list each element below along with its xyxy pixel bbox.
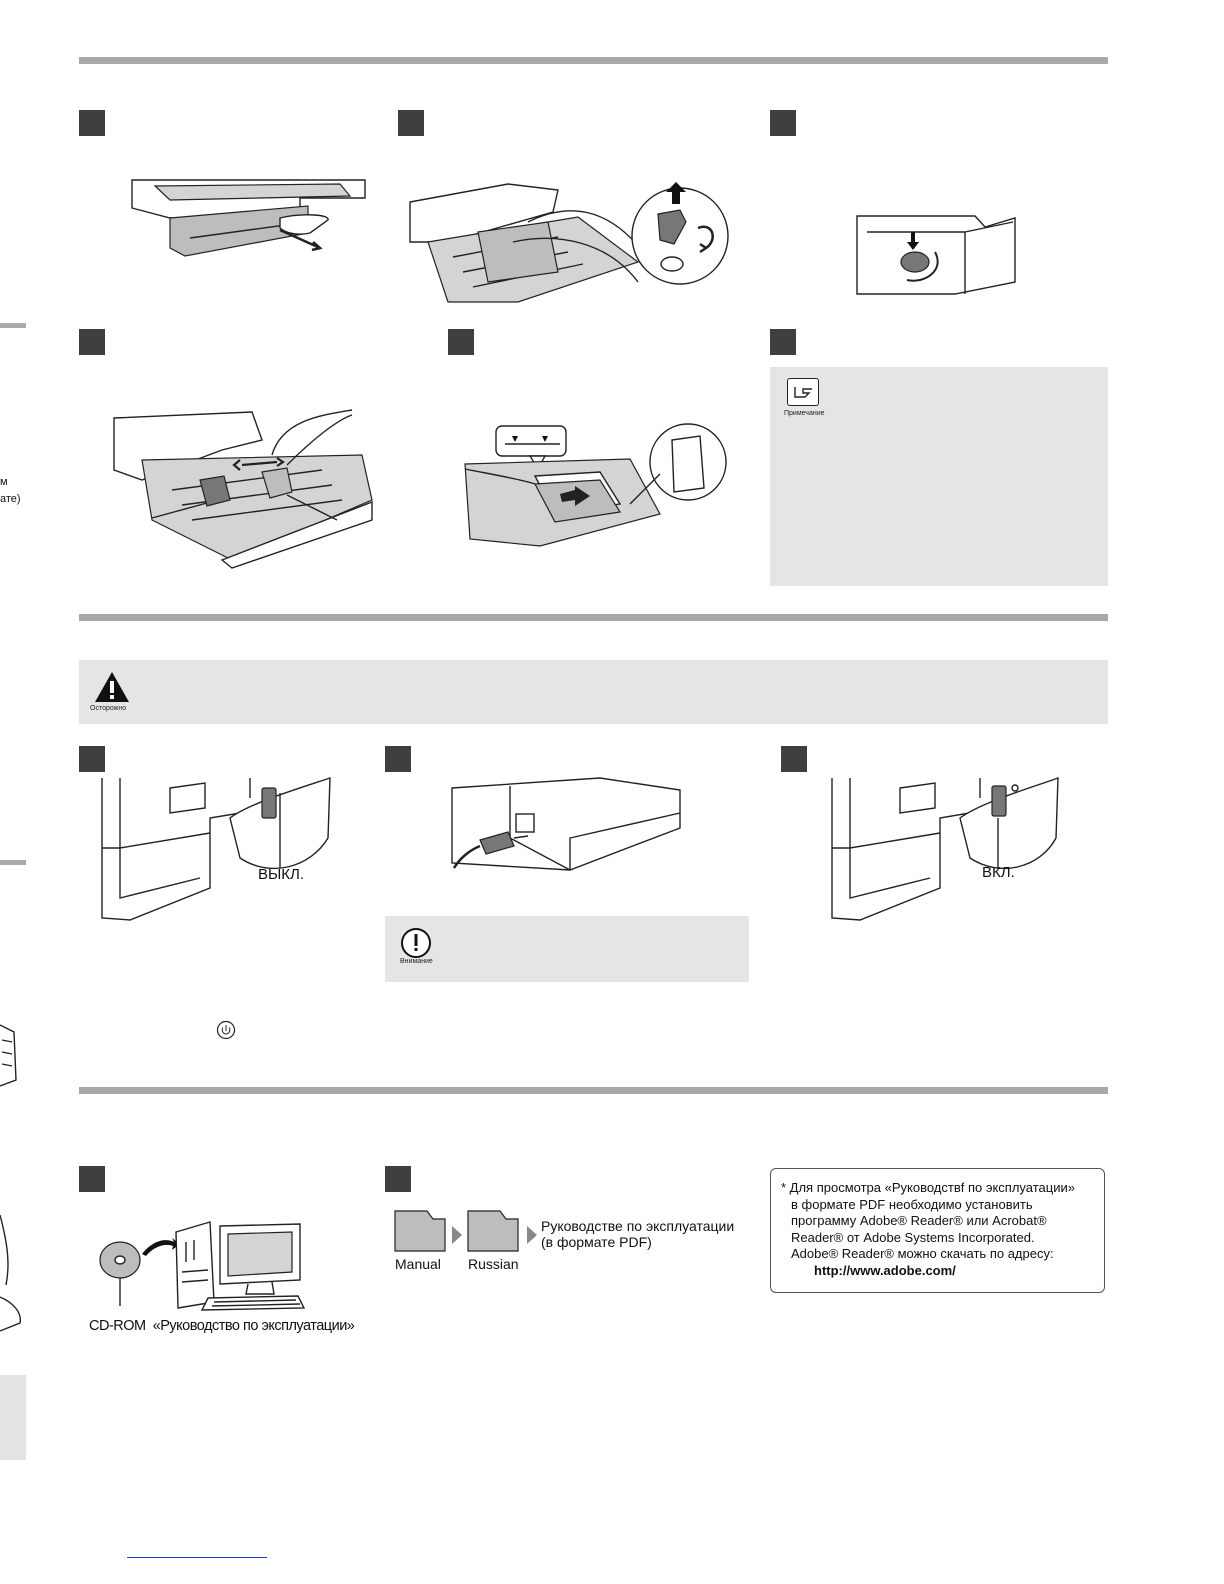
step-marker: [770, 329, 796, 355]
note-line: в формате PDF необходимо установить: [791, 1196, 1033, 1212]
footer-line: [127, 1557, 267, 1558]
pdf-manual-label: Руководстве по эксплуатации (в формате P…: [541, 1218, 734, 1250]
power-key-icon: [216, 1020, 236, 1040]
cdrom-manual-text: «Руководство по эксплуатации»: [152, 1318, 355, 1334]
step-marker: [385, 1166, 411, 1192]
margin-illustration-2: [0, 1214, 21, 1332]
exclamation-circle-icon: [401, 928, 431, 958]
pointing-hand-icon: [787, 378, 819, 406]
note-icon-label: Примечание: [784, 410, 825, 417]
margin-gray-block: [0, 1375, 26, 1460]
caution-icon-label: Осторожно: [90, 705, 127, 712]
note-line: Reader® от Adobe Systems Incorporated.: [791, 1229, 1035, 1245]
step-marker: [79, 1166, 105, 1192]
step-marker: [770, 110, 796, 136]
section-rule-2: [79, 614, 1108, 621]
illustration-switch-off: [101, 777, 331, 921]
off-label: ВЫКЛ.: [258, 866, 305, 883]
illustration-adjust-guides: [113, 409, 373, 569]
step-marker: [781, 746, 807, 772]
margin-illustration-1: [0, 1024, 17, 1087]
adobe-reader-note: * Для просмотра «Руководствf по эксплуат…: [770, 1168, 1105, 1293]
pdf-manual-line1: Руководстве по эксплуатации: [541, 1218, 735, 1234]
note-line: * Для просмотра «Руководствf по эксплуат…: [781, 1180, 1075, 1195]
margin-bar-2: [0, 860, 26, 865]
note-line: программу Adobe® Reader® или Acrobat®: [791, 1213, 1047, 1228]
step-marker: [448, 329, 474, 355]
illustration-cdrom-computer: [99, 1221, 306, 1311]
margin-bar-1: [0, 323, 26, 328]
folder-manual-icon: [394, 1210, 446, 1252]
warning-triangle-icon: [95, 672, 129, 702]
step-marker: [79, 746, 105, 772]
arrow-right-icon: [452, 1226, 462, 1244]
step-marker: [79, 329, 105, 355]
illustration-switch-on: [831, 776, 1059, 921]
step-marker: [398, 110, 424, 136]
cdrom-text: CD-ROM: [89, 1318, 146, 1334]
margin-fragment-m: м: [0, 476, 8, 488]
illustration-load-paper: [464, 423, 727, 547]
section-rule-1: [79, 57, 1108, 64]
section-rule-3: [79, 1087, 1108, 1094]
step-marker: [79, 110, 105, 136]
illustration-pull-tray: [131, 179, 366, 257]
folder-russian-label: Russian: [468, 1256, 519, 1272]
adobe-url-link[interactable]: http://www.adobe.com/: [814, 1262, 956, 1278]
folder-russian-icon: [467, 1210, 519, 1252]
folder-manual-label: Manual: [395, 1256, 441, 1272]
step-marker: [385, 746, 411, 772]
pdf-manual-line2: (в формате PDF): [541, 1234, 652, 1250]
arrow-right-icon: [527, 1226, 537, 1244]
illustration-lock-lever: [409, 182, 729, 303]
note-line: Adobe® Reader® можно скачать по адресу:: [791, 1246, 1054, 1261]
on-label: ВКЛ.: [982, 864, 1015, 881]
cdrom-label: CD-ROM «Руководство по эксплуатации»: [89, 1318, 355, 1334]
illustration-rotate-lever: [856, 215, 1016, 295]
margin-fragment-ate: ате): [0, 493, 21, 505]
note-panel: [770, 367, 1108, 586]
caution-panel: [79, 660, 1108, 724]
illustration-power-cord: [451, 777, 681, 871]
attention-icon-label: Внимание: [400, 958, 433, 965]
attention-panel: [385, 916, 749, 982]
